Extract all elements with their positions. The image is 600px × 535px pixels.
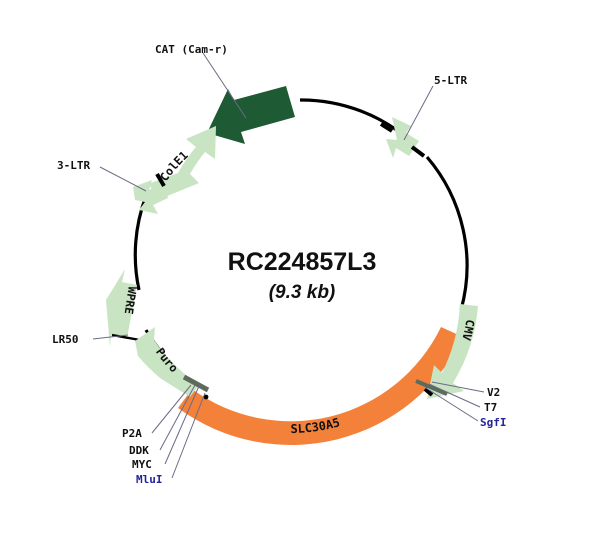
five-ltr-arrow xyxy=(386,117,419,158)
backbone-arc-left-upper xyxy=(133,195,148,291)
label-ddk: DDK xyxy=(129,444,149,457)
plasmid-backbone xyxy=(133,98,469,356)
label-t7: T7 xyxy=(484,401,497,414)
label-myc: MYC xyxy=(132,458,152,471)
feature-cmv[interactable]: CMV xyxy=(427,304,478,399)
tick-puro-slc-junction xyxy=(182,374,210,393)
leader-sgfi xyxy=(425,387,479,422)
leader-lr50 xyxy=(92,334,129,340)
label-v2: V2 xyxy=(487,386,500,399)
puro-arrow xyxy=(135,327,199,397)
feature-5ltr[interactable] xyxy=(386,117,419,158)
tick-5ltr-start xyxy=(379,122,394,133)
leader-myc xyxy=(164,385,200,465)
label-sgfi: SgfI xyxy=(480,416,507,429)
label-cat: CAT (Cam-r) xyxy=(155,43,228,56)
plasmid-size: (9.3 kb) xyxy=(269,282,336,303)
label-mlui: MluI xyxy=(136,473,163,486)
label-3ltr: 3-LTR xyxy=(57,159,90,172)
label-p2a: P2A xyxy=(122,427,142,440)
feature-slc30a5[interactable]: SLC30A5 xyxy=(178,327,463,445)
leader-cat xyxy=(202,52,247,119)
label-lr50: LR50 xyxy=(52,333,79,346)
feature-label-cmv: CMV xyxy=(459,318,477,342)
feature-wpre[interactable]: WPRE xyxy=(106,269,140,347)
cmv-arrow xyxy=(427,304,478,399)
tick-cmv-slc-junction xyxy=(415,379,448,396)
cat-arrow xyxy=(207,86,295,144)
wpre-arrow xyxy=(106,269,137,347)
feature-cat[interactable] xyxy=(207,86,295,144)
site-dot-left xyxy=(203,394,209,400)
leader-3ltr xyxy=(99,166,147,192)
label-5ltr: 5-LTR xyxy=(434,74,467,87)
leader-lines xyxy=(92,52,485,479)
leader-5ltr xyxy=(403,85,434,141)
leader-mlui xyxy=(171,392,206,479)
leader-t7 xyxy=(428,383,481,408)
leader-p2a xyxy=(151,384,192,434)
leader-ddk xyxy=(159,384,196,451)
tick-5ltr-end xyxy=(410,145,426,158)
cole1-arrow xyxy=(148,126,216,199)
page-title: RC224857L3 xyxy=(228,248,377,276)
tick-sgfi xyxy=(423,387,434,397)
leader-v2 xyxy=(431,381,485,393)
backbone-arc-right xyxy=(425,155,469,311)
slc30a5-band xyxy=(178,327,463,445)
feature-label-wpre: WPRE xyxy=(122,286,140,316)
tick-cole1-start xyxy=(155,172,166,188)
